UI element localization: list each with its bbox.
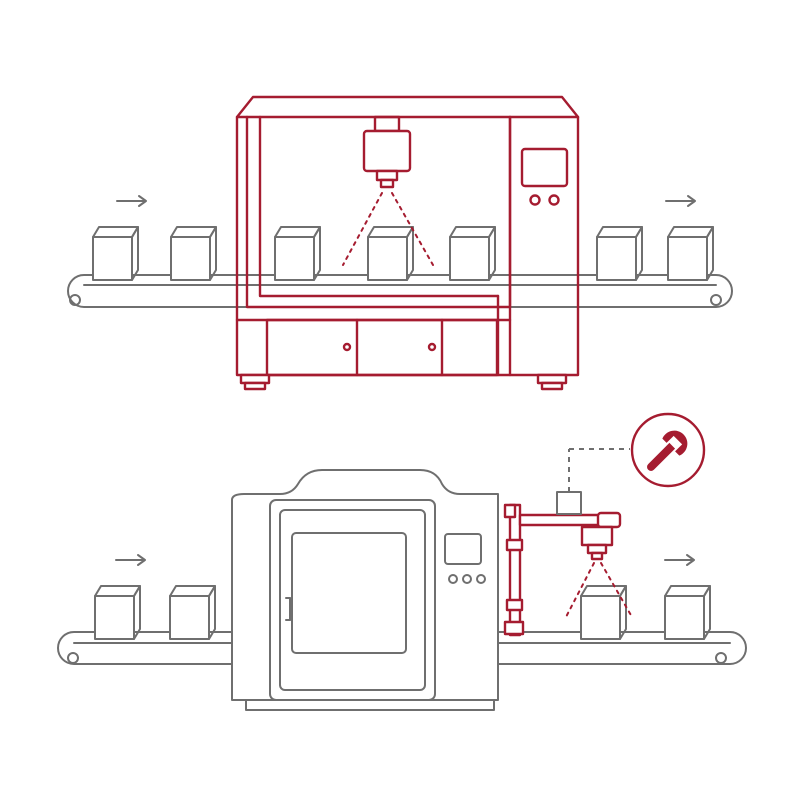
box	[664, 585, 711, 640]
camera-icon	[580, 525, 614, 561]
box	[169, 585, 216, 640]
box	[92, 226, 139, 281]
top-conveyor	[67, 274, 733, 308]
bottom-boxes	[94, 585, 711, 640]
box	[170, 226, 217, 281]
arrow-right-icon	[664, 554, 695, 566]
top-flow-arrows	[116, 195, 696, 207]
bottom-flow-arrows	[115, 554, 695, 566]
box	[449, 226, 496, 281]
box	[580, 585, 627, 640]
box	[94, 585, 141, 640]
arrow-right-icon	[665, 195, 696, 207]
top-boxes	[92, 226, 714, 281]
arrow-right-icon	[116, 195, 147, 207]
camera-icon	[362, 115, 412, 189]
box	[667, 226, 714, 281]
box	[596, 226, 643, 281]
control-panel	[444, 533, 486, 584]
wrench-icon	[630, 412, 706, 488]
box	[367, 226, 414, 281]
box	[274, 226, 321, 281]
inspection-machine	[235, 95, 580, 391]
sensor-link	[556, 448, 630, 515]
control-panel	[520, 147, 569, 206]
processing-machine	[231, 469, 499, 711]
arrow-right-icon	[115, 554, 146, 566]
